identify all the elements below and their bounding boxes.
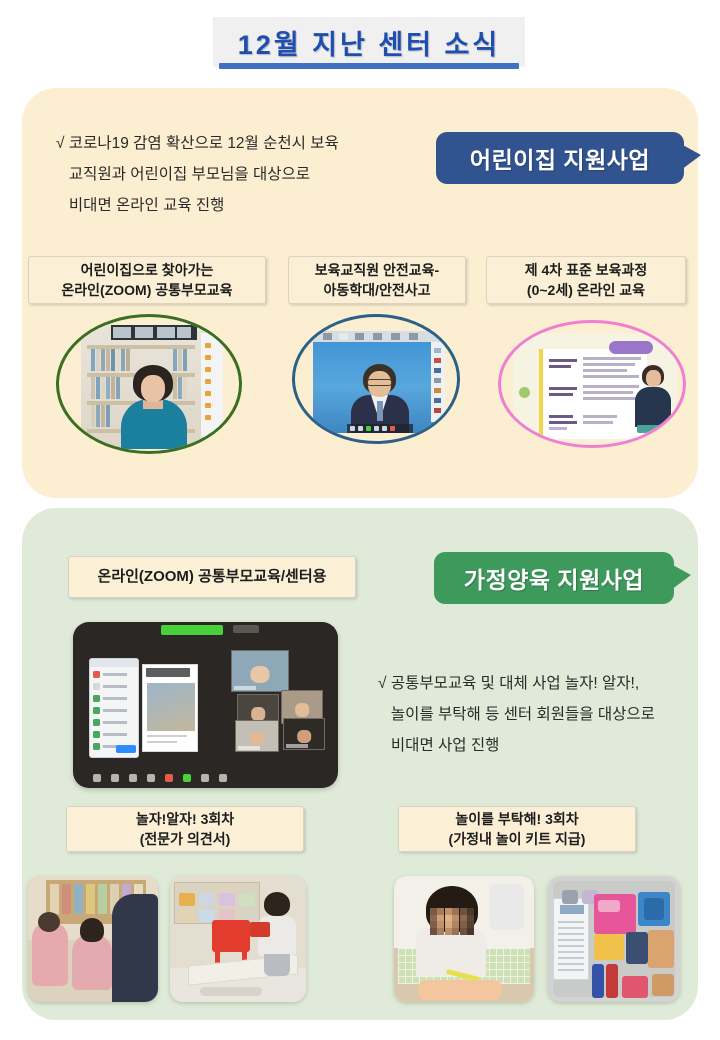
title-underline-bar [219,63,519,69]
zoom-participant-tile [283,718,325,750]
photo-child-at-table-blurred-face [394,876,534,1002]
caption-daycare-item-3: 제 4차 표준 보육과정 (0~2세) 온라인 교육 [486,256,686,304]
banner-home-care-support: 가정양육 지원사업 [434,552,691,604]
privacy-mosaic [430,908,475,935]
caption-home-care-item-2: 놀이를 부탁해! 3회차 (가정내 놀이 키트 지급) [398,806,636,852]
caption-home-care-item-1: 놀자!알자! 3회차 (전문가 의견서) [66,806,304,852]
photo-zoom-lecture-man-blue [292,314,460,444]
caption-daycare-item-3-line2: (0~2세) 온라인 교육 [526,282,646,298]
zoom-participant-tile [231,650,289,692]
photo-zoom-meeting-gallery-screenshot [73,622,338,788]
caption-home-care-item-2-line2: (가정내 놀이 키트 지급) [448,831,586,847]
caption-daycare-item-2-line2: 아동학대/안전사고 [323,282,431,298]
paragraph-home-care-support: √ 공통부모교육 및 대체 사업 놀자! 알자!, 놀이를 부탁해 등 센터 회… [378,675,655,754]
page-title: 12월 지난 센터 소식 [237,29,501,60]
page-title-banner: 12월 지난 센터 소식 [213,17,525,67]
photo-online-slide-presenter [498,320,686,448]
zoom-toolbar [87,772,322,784]
photo-zoom-lecture-man-blue-art [295,317,457,441]
photo-zoom-lecture-woman-bookshelf [56,314,242,454]
caption-daycare-item-1: 어린이집으로 찾아가는 온라인(ZOOM) 공통부모교육 [28,256,266,304]
caption-home-care-main-label: 온라인(ZOOM) 공통부모교육/센터용 [97,568,327,585]
zoom-participants-panel [89,658,139,758]
caption-home-care-item-2-line1: 놀이를 부탁해! 3회차 [455,811,579,827]
caption-daycare-item-1-line2: 온라인(ZOOM) 공통부모교육 [61,282,233,298]
photo-children-playing-classroom-floor [28,876,158,1002]
caption-daycare-item-1-line1: 어린이집으로 찾아가는 [80,262,214,278]
caption-home-care-item-1-line2: (전문가 의견서) [139,831,231,847]
zoom-top-note [233,625,259,633]
photo-online-slide-presenter-art [501,323,683,445]
banner-daycare-support-label: 어린이집 지원사업 [469,147,651,173]
photo-home-play-kit-tray [548,876,680,1002]
caption-home-care-item-1-line1: 놀자!알자! 3회차 [135,811,235,827]
caption-daycare-item-2: 보육교직원 안전교육- 아동학대/안전사고 [288,256,466,304]
caption-daycare-item-2-line1: 보육교직원 안전교육- [314,262,440,278]
zoom-participant-tile [235,720,279,752]
banner-home-care-support-label: 가정양육 지원사업 [463,567,645,593]
banner-daycare-support: 어린이집 지원사업 [436,132,701,184]
zoom-green-status-bar [161,625,223,635]
paragraph-daycare-support: √ 코로나19 감염 확산으로 12월 순천시 보육 교직원과 어린이집 부모님… [56,135,339,214]
caption-home-care-main: 온라인(ZOOM) 공통부모교육/센터용 [68,556,356,598]
photo-zoom-lecture-woman-bookshelf-art [59,317,239,451]
zoom-shared-slide [142,664,198,752]
caption-daycare-item-3-line1: 제 4차 표준 보육과정 [524,262,648,278]
photo-toddler-walking-on-play-mat [170,876,306,1002]
